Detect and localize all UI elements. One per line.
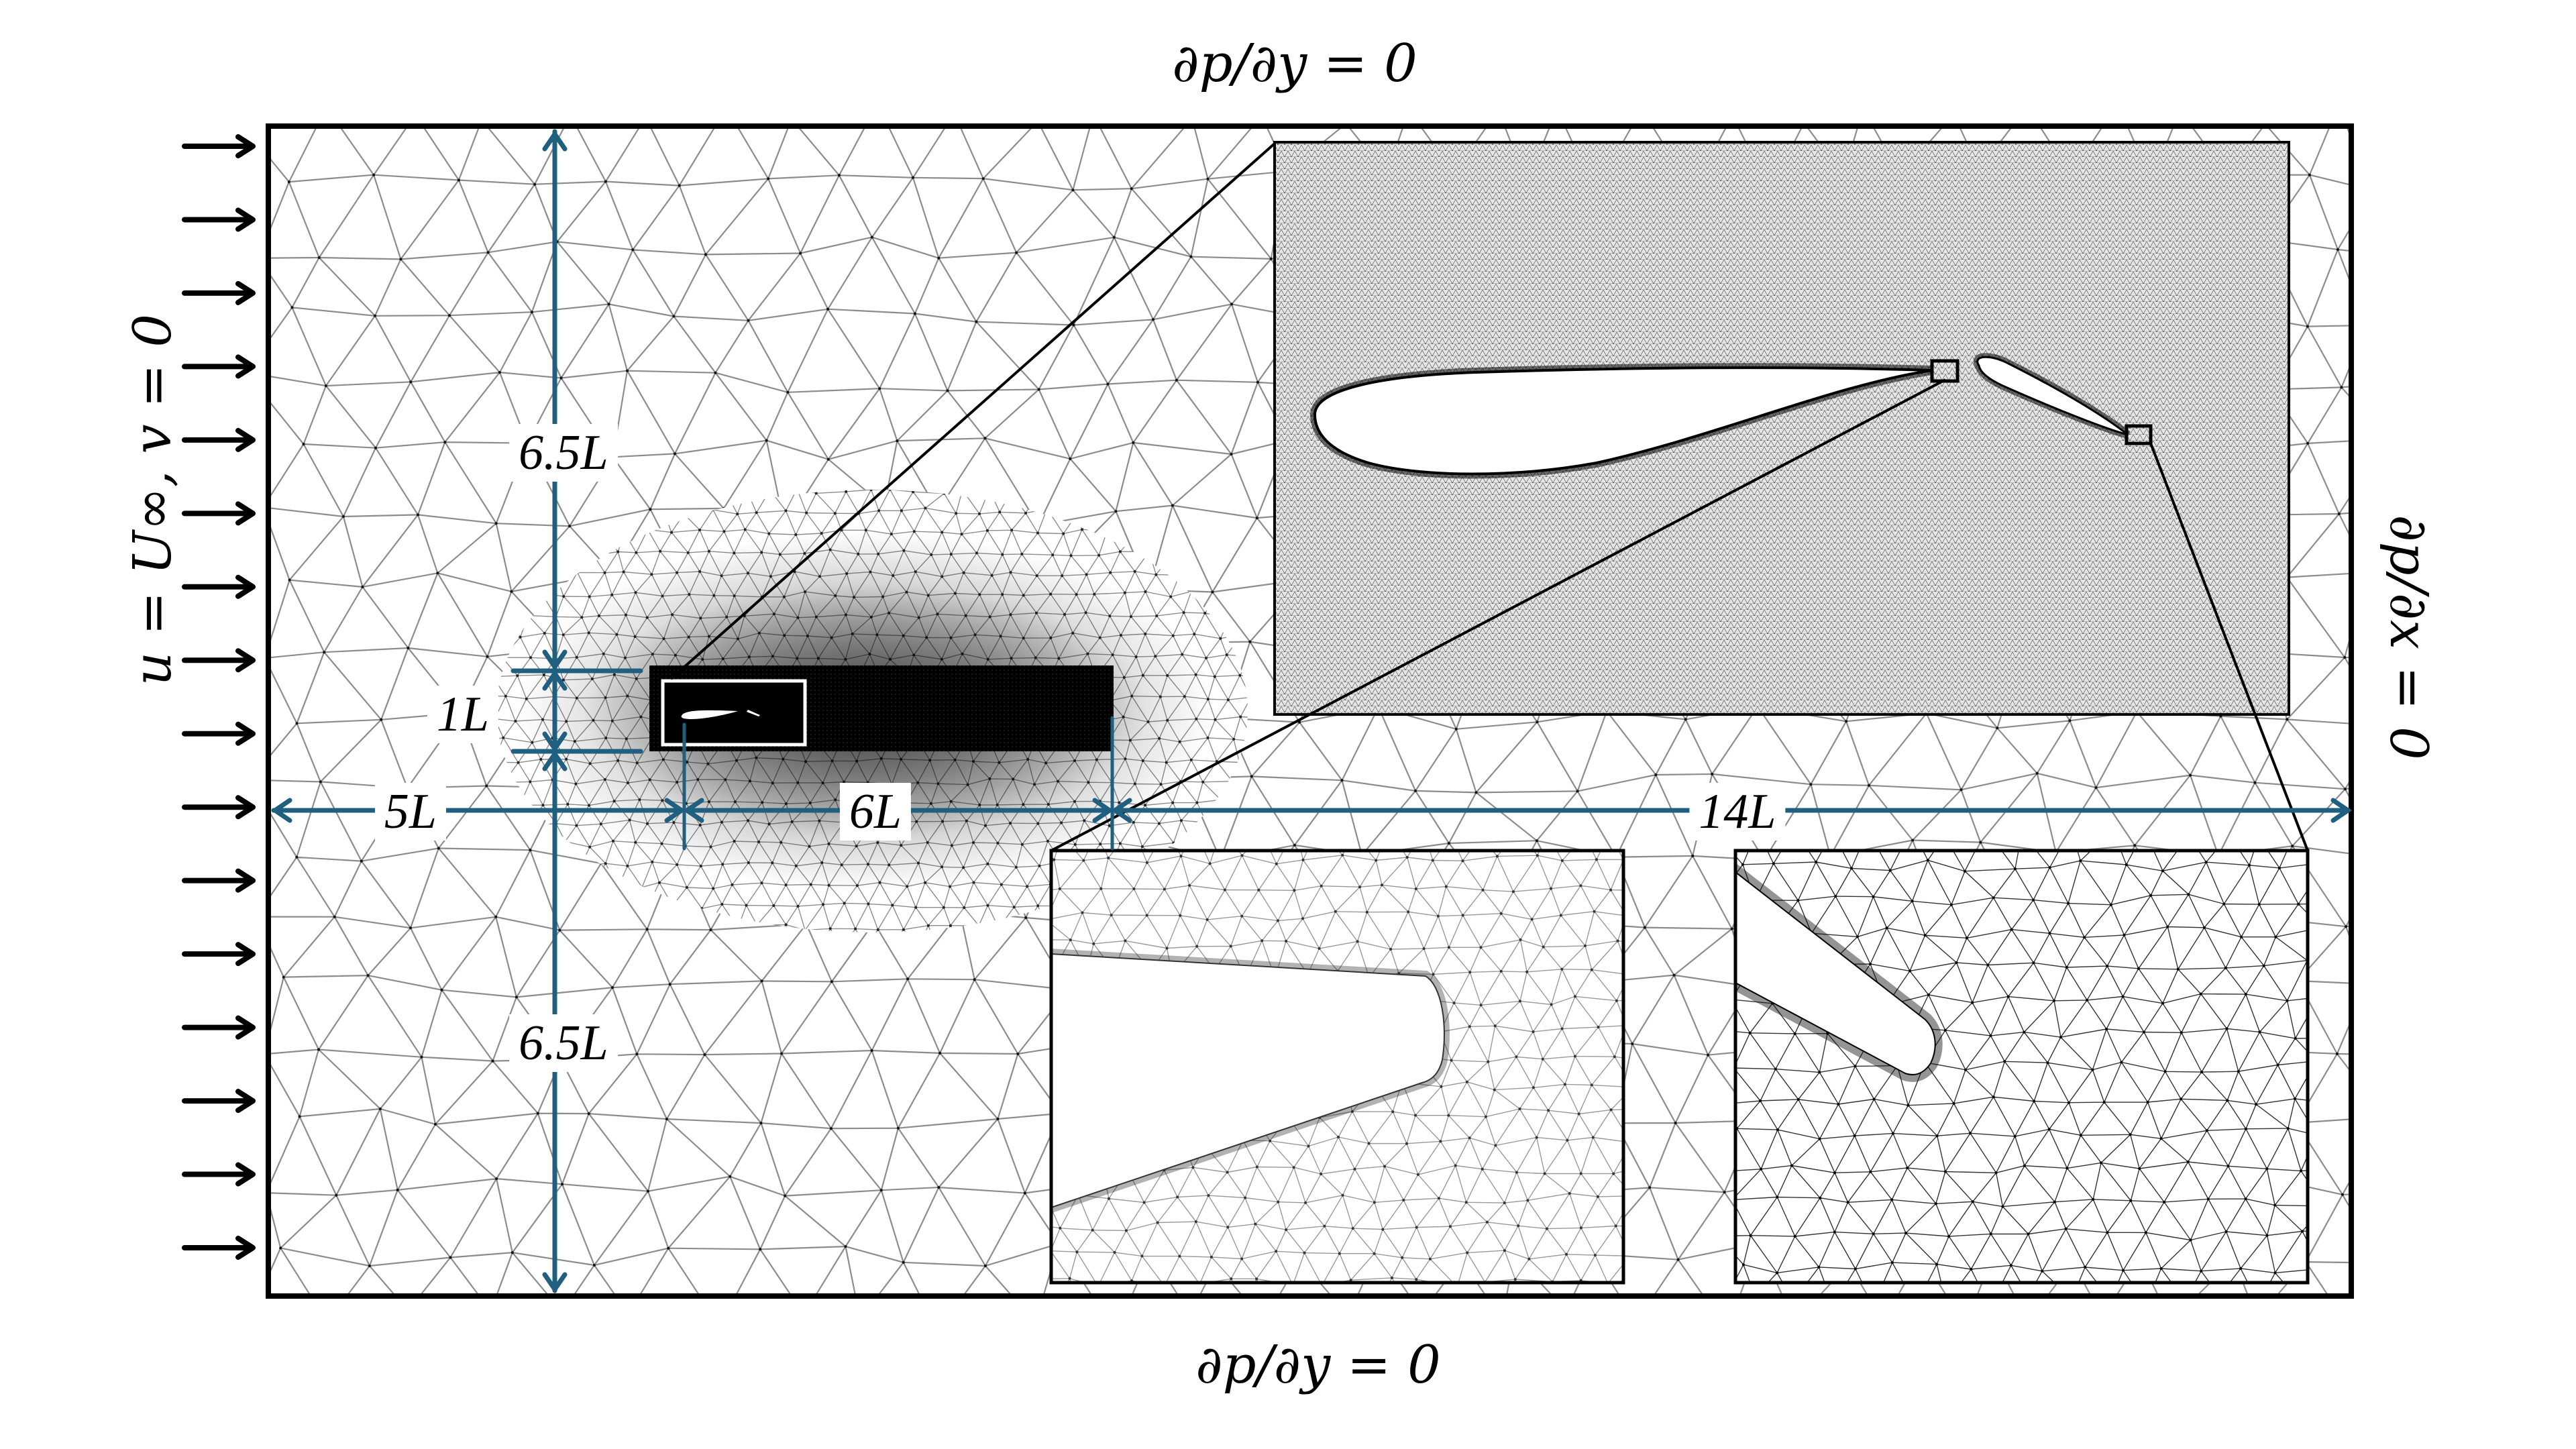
- domain-border: [266, 123, 2354, 1299]
- inlet-arrow-icon: [182, 354, 256, 379]
- arrowhead: [1110, 798, 1132, 823]
- inlet-arrow-icon: [182, 574, 256, 599]
- mesh-edges: [1737, 852, 2306, 1281]
- arrowhead: [542, 669, 568, 691]
- arrowhead: [542, 129, 568, 152]
- inlet-arrow-icon: [182, 1236, 256, 1260]
- inlet-arrow-icon: [182, 648, 256, 673]
- leader-line: [669, 142, 1276, 680]
- arrowhead: [542, 749, 568, 771]
- dim-label-refinement-height: 1L: [427, 686, 499, 743]
- inlet-arrow-icon: [182, 868, 256, 893]
- dim-label-upstream-height: 6.5L: [509, 424, 618, 482]
- arrowhead: [664, 798, 686, 823]
- zoom-box-flap-te: [2125, 424, 2153, 445]
- inlet-arrow-icon: [182, 280, 256, 305]
- bc-bottom-label: ∂p/∂y = 0: [1195, 1335, 1441, 1395]
- inlet-arrow-icon: [182, 134, 256, 158]
- leader-line: [1051, 378, 1946, 852]
- arrowhead: [542, 731, 568, 753]
- inlet-arrow-icon: [182, 207, 256, 232]
- inset-near-field: [1273, 141, 2290, 716]
- arrowhead: [542, 649, 568, 672]
- inlet-arrow-icon: [182, 1015, 256, 1040]
- dim-label-refinement-length: 6L: [839, 783, 912, 841]
- dim-label-downstream-height: 6.5L: [509, 1014, 618, 1072]
- arrowhead: [682, 798, 704, 823]
- inlet-arrows: [182, 134, 256, 1260]
- inlet-arrow-icon: [182, 721, 256, 746]
- inset-flap-trailing-edge: [1733, 849, 2310, 1285]
- inlet-arrow-icon: [182, 1089, 256, 1114]
- bc-outlet-label: ∂p/∂x = 0: [2378, 515, 2438, 760]
- inlet-arrow-icon: [182, 427, 256, 452]
- bc-inlet-label: u = U∞, v = 0: [123, 313, 183, 686]
- inlet-arrow-icon: [182, 795, 256, 820]
- arrowhead: [2330, 798, 2353, 823]
- dim-label-wake-length: 14L: [1689, 783, 1786, 841]
- main-element-airfoil: [1313, 366, 1933, 476]
- inlet-arrow-icon: [182, 942, 256, 967]
- arrowhead: [1092, 798, 1114, 823]
- arrowhead: [270, 798, 292, 823]
- bc-top-label: ∂p/∂y = 0: [1172, 34, 1417, 94]
- leader-line: [2149, 443, 2309, 851]
- inlet-arrow-icon: [182, 1162, 256, 1187]
- dim-label-upstream-length: 5L: [374, 783, 447, 841]
- arrowhead: [542, 1272, 568, 1294]
- inset-main-trailing-edge: [1049, 849, 1625, 1285]
- mini-airfoil: [681, 710, 760, 719]
- inlet-arrow-icon: [182, 501, 256, 526]
